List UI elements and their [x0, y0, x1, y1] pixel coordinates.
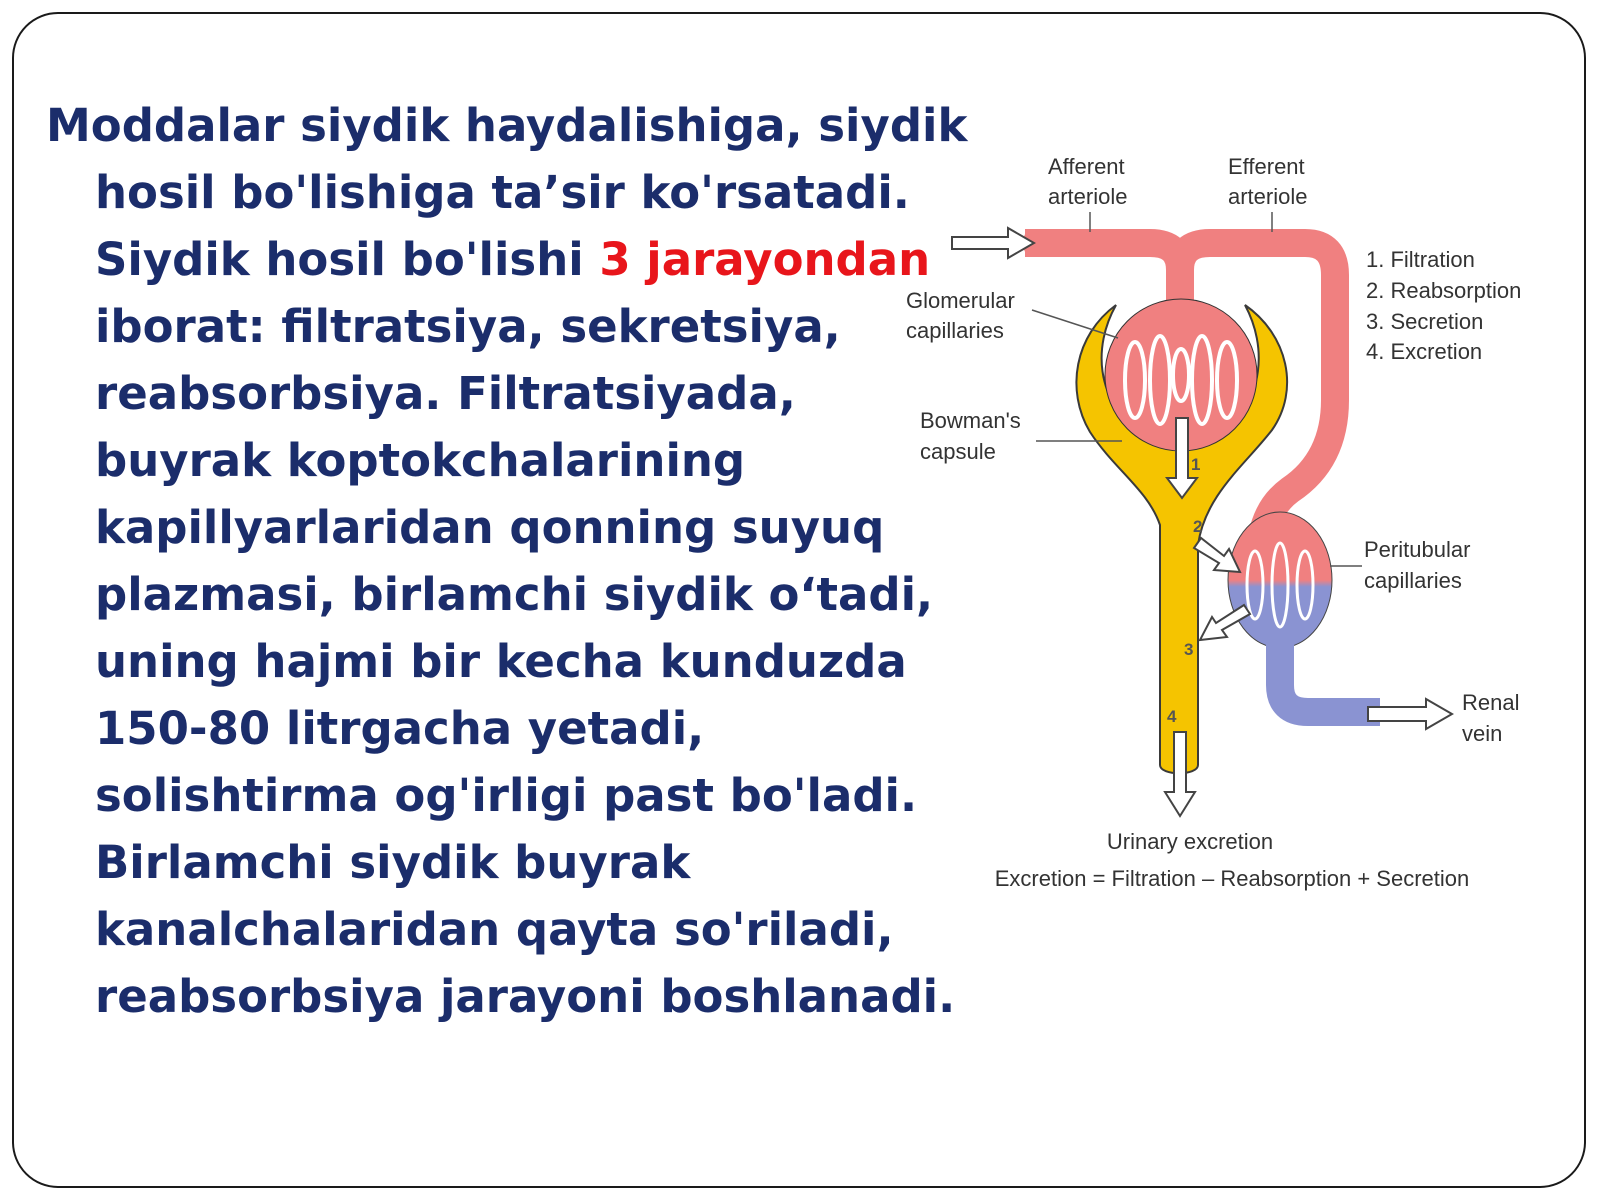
paragraph-text: kanalchalaridan qayta so'riladi, — [95, 903, 894, 956]
renal-vein-label-2: vein — [1462, 721, 1502, 746]
paragraph-line: solishtirma og'irligi past bo'ladi. — [46, 762, 917, 829]
paragraph-line: reabsorbsiya jarayoni boshlanadi. — [46, 963, 955, 1030]
reabsorption-arrow — [1192, 536, 1242, 574]
paragraph-line: plazmasi, birlamchi siydik o‘tadi, — [46, 561, 933, 628]
nephron-diagram: 1 2 3 4 Afferent arteriole Efferent arte… — [906, 154, 1521, 891]
paragraph-line: uning hajmi bir kecha kunduzda — [46, 628, 907, 695]
paragraph-line: buyrak koptokchalarining — [46, 427, 896, 494]
afferent-efferent-vessel — [1025, 229, 1194, 305]
step-number-2: 2 — [1193, 517, 1202, 536]
legend-secretion: 3. Secretion — [1366, 309, 1483, 334]
paragraph-text: hosil bo'lishiga ta’sir ko'rsatadi. — [95, 166, 910, 219]
paragraph-text: iborat: filtratsiya, sekretsiya, — [95, 300, 841, 353]
paragraph-text: reabsorbsiya jarayoni boshlanadi. — [95, 970, 956, 1023]
legend-reabsorption: 2. Reabsorption — [1366, 278, 1521, 303]
legend-excretion: 4. Excretion — [1366, 339, 1482, 364]
bowmans-capsule-label-2: capsule — [920, 439, 996, 464]
secretion-arrow — [1198, 603, 1252, 642]
paragraph-line: reabsorbsiya. Filtratsiyada, — [46, 360, 896, 427]
paragraph-text: solishtirma og'irligi past bo'ladi. — [95, 769, 918, 822]
step-number-1: 1 — [1191, 455, 1200, 474]
legend-filtration: 1. Filtration — [1366, 247, 1475, 272]
glomerular-capillaries-label-2: capillaries — [906, 318, 1004, 343]
paragraph-text: Birlamchi siydik buyrak — [95, 836, 691, 889]
inflow-arrow — [951, 226, 1037, 260]
paragraph-line: iborat: filtratsiya, sekretsiya, — [46, 293, 896, 360]
outflow-arrow — [1367, 697, 1455, 731]
paragraph-text: 150-80 litrgacha yetadi, — [95, 702, 705, 755]
paragraph-text: kapillyarlaridan qonning suyuq — [95, 501, 885, 554]
paragraph-line: Moddalar siydik haydalishiga, siydik — [46, 92, 967, 159]
slide-body-text: Moddalar siydik haydalishiga, siydik hosi… — [46, 92, 967, 1030]
efferent-arteriole-label: Efferent — [1228, 154, 1305, 179]
paragraph-text: reabsorbsiya. Filtratsiyada, — [95, 367, 796, 420]
paragraph-text: plazmasi, birlamchi siydik o‘tadi, — [95, 568, 934, 621]
bowmans-capsule-label: Bowman's — [920, 408, 1021, 433]
paragraph-line: kanalchalaridan qayta so'riladi, — [46, 896, 896, 963]
paragraph-line: hosil bo'lishiga ta’sir ko'rsatadi. — [46, 159, 910, 226]
afferent-arteriole-label-2: arteriole — [1048, 184, 1127, 209]
paragraph-line: Siydik hosil bo'lishi 3 jarayondan — [46, 226, 930, 293]
leader-lines — [1031, 212, 1362, 567]
step-number-4: 4 — [1167, 707, 1177, 726]
renal-vein-label: Renal — [1462, 690, 1519, 715]
renal-vein — [1266, 640, 1380, 726]
excretion-arrow — [1163, 731, 1197, 818]
urinary-excretion-label: Urinary excretion — [1107, 829, 1273, 854]
highlight-text: 3 jarayondan — [599, 233, 931, 286]
paragraph-line: 150-80 litrgacha yetadi, — [46, 695, 896, 762]
paragraph-text: Moddalar siydik haydalishiga, siydik — [46, 99, 968, 152]
peritubular-capillaries-label: Peritubular — [1364, 537, 1470, 562]
glomerular-capillaries-label: Glomerular — [906, 288, 1015, 313]
peritubular-loops — [1245, 541, 1315, 629]
paragraph-text: uning hajmi bir kecha kunduzda — [95, 635, 907, 688]
afferent-arteriole-label: Afferent — [1048, 154, 1125, 179]
excretion-formula: Excretion = Filtration – Reabsorption + … — [995, 866, 1469, 891]
paragraph-text: buyrak koptokchalarining — [95, 434, 746, 487]
paragraph-line: kapillyarlaridan qonning suyuq — [46, 494, 896, 561]
paragraph-text: Siydik hosil bo'lishi — [95, 233, 600, 286]
efferent-arteriole-label-2: arteriole — [1228, 184, 1307, 209]
filtration-arrow — [1165, 417, 1199, 500]
efferent-vessel — [1166, 229, 1349, 561]
glomerular-loops — [1123, 334, 1239, 426]
paragraph-line: Birlamchi siydik buyrak — [46, 829, 896, 896]
step-number-3: 3 — [1184, 640, 1193, 659]
peritubular-capillaries-label-2: capillaries — [1364, 568, 1462, 593]
